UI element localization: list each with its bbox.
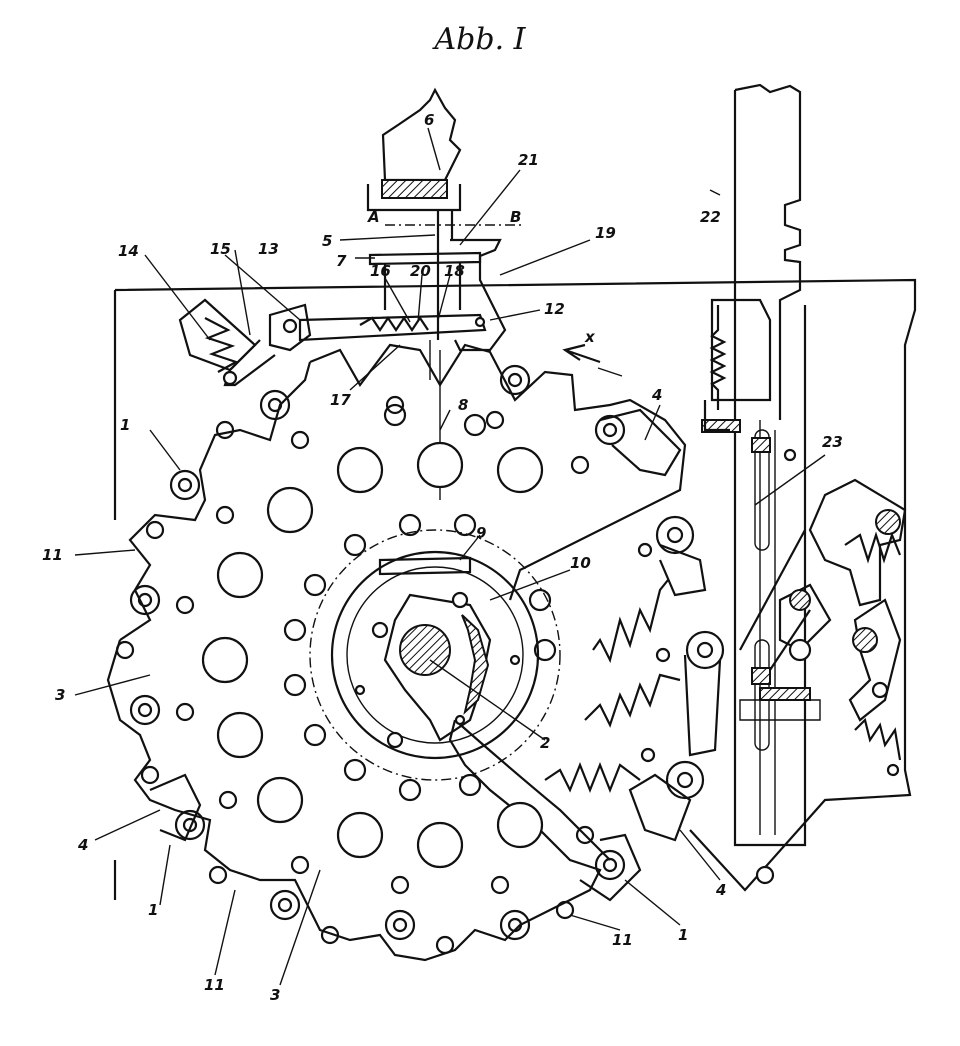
hub	[309, 529, 561, 781]
label-22: 22	[700, 208, 721, 226]
label-13: 13	[258, 240, 279, 258]
label-14: 14	[118, 242, 139, 260]
label-15: 15	[210, 240, 231, 258]
rollers-and-pawls	[115, 364, 682, 955]
label-1-top: 1	[120, 416, 130, 434]
label-19: 19	[595, 224, 616, 242]
reference-labels: 6 21 22 A B 5 19 13 15 14 7 16 20 18 12 …	[42, 111, 843, 1004]
label-11-bottom: 11	[204, 976, 225, 994]
main-disc	[106, 343, 687, 962]
label-6: 6	[424, 111, 434, 129]
label-20: 20	[410, 262, 431, 280]
label-4-top: 4	[651, 386, 662, 404]
spring-rollers	[544, 515, 725, 842]
label-11-right: 11	[612, 931, 633, 949]
label-3-left: 3	[55, 686, 65, 704]
disc-holes	[201, 403, 557, 869]
label-23: 23	[822, 433, 843, 451]
label-5: 5	[322, 232, 332, 250]
label-1-bottom-left: 1	[148, 901, 158, 919]
rack-bar	[701, 83, 821, 885]
label-4-left: 4	[77, 836, 88, 854]
label-1-bottom-right: 1	[678, 926, 688, 944]
right-lever-mechanism	[739, 478, 907, 777]
label-16: 16	[370, 262, 391, 280]
label-3-bottom: 3	[270, 986, 280, 1004]
label-9: 9	[476, 524, 486, 542]
label-12: 12	[544, 300, 565, 318]
label-4-right: 4	[715, 881, 726, 899]
label-A: A	[367, 208, 380, 226]
label-21: 21	[518, 151, 539, 169]
label-18: 18	[444, 262, 465, 280]
label-8: 8	[458, 396, 468, 414]
label-11-left: 11	[42, 546, 63, 564]
label-B: B	[510, 208, 521, 226]
label-x: x	[584, 328, 596, 346]
housing-frame	[113, 278, 917, 900]
leader-lines	[74, 127, 826, 986]
figure-title: Abb. I	[434, 22, 526, 57]
label-17: 17	[330, 391, 351, 409]
label-2: 2	[540, 734, 550, 752]
upper-assembly	[178, 87, 525, 500]
label-7: 7	[336, 252, 347, 270]
label-10: 10	[570, 554, 591, 572]
